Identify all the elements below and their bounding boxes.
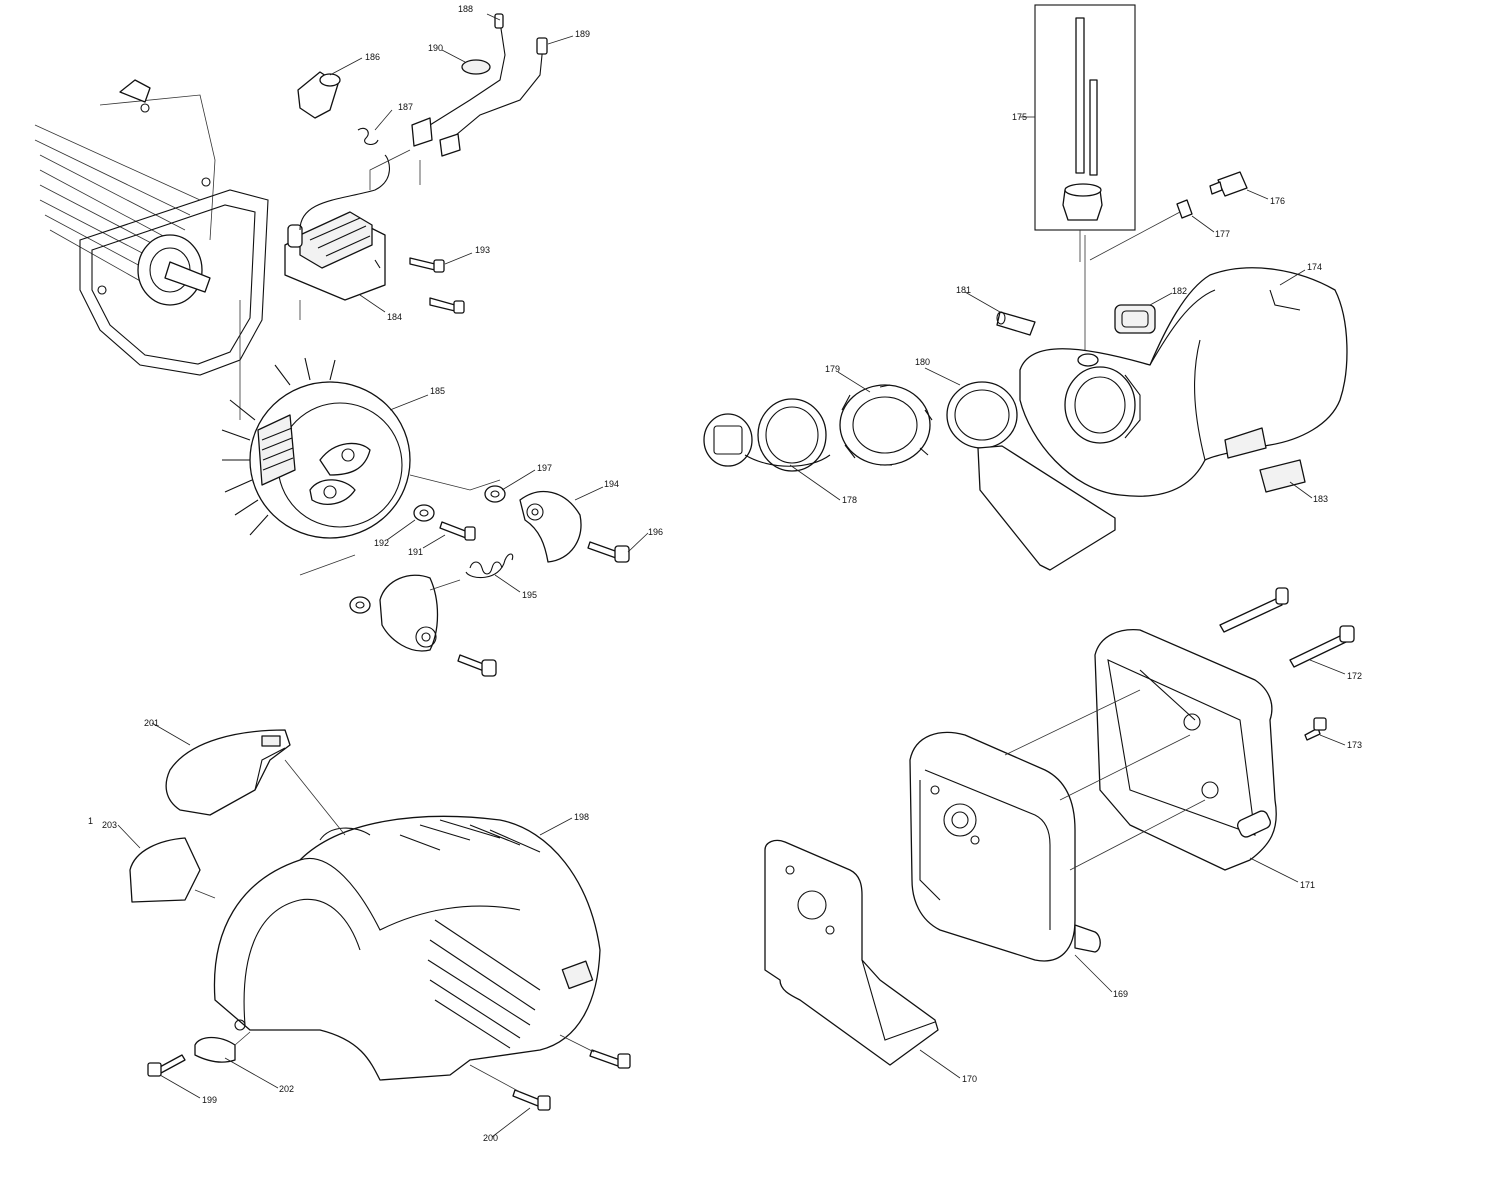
callout-179: 179 (825, 364, 840, 374)
fitting-181 (996, 311, 1036, 336)
callout-1: 1 (88, 816, 93, 826)
bolt-lower (457, 654, 497, 677)
callout-194: 194 (604, 479, 619, 489)
fuel-pickup-inset (1034, 4, 1136, 360)
bolt-172 (1289, 625, 1355, 668)
shroud-198 (213, 815, 601, 1081)
wire-leads (411, 13, 548, 157)
callout-184: 184 (387, 312, 402, 322)
clutch-spring-195 (465, 553, 514, 579)
bolt-175-top (1219, 587, 1289, 633)
callout-191: 191 (408, 547, 423, 557)
callout-171: 171 (1300, 880, 1315, 890)
callout-190: 190 (428, 43, 443, 53)
bolt-shroud-right (589, 1049, 631, 1069)
callout-172: 172 (1347, 671, 1362, 681)
clutch-shoe-lower (379, 574, 439, 652)
callout-182: 182 (1172, 286, 1187, 296)
clutch-shoe-194 (519, 491, 582, 563)
callout-203: 203 (102, 820, 117, 830)
callout-173: 173 (1347, 740, 1362, 750)
cushion-183 (1259, 459, 1306, 493)
cap-ring-179 (839, 384, 933, 466)
callout-labels: 188 189 190 186 187 193 184 185 197 194 … (88, 4, 1362, 1143)
callout-196: 196 (648, 527, 663, 537)
engine-crankcase (34, 79, 269, 376)
leader-lines (117, 13, 1346, 1138)
callout-176: 176 (1270, 196, 1285, 206)
ignition-coil (284, 154, 390, 301)
callout-197: 197 (537, 463, 552, 473)
fuel-cap-178 (703, 398, 831, 472)
callout-186: 186 (365, 52, 380, 62)
callout-193: 193 (475, 245, 490, 255)
callout-187: 187 (398, 102, 413, 112)
callout-201: 201 (144, 718, 159, 728)
fitting-177 (1176, 199, 1193, 219)
cover-201 (165, 729, 291, 816)
callout-183: 183 (1313, 494, 1328, 504)
callout-188: 188 (458, 4, 473, 14)
bolt-191 (439, 521, 476, 541)
washer-197 (484, 485, 506, 503)
spring-clip (357, 127, 379, 146)
callout-185: 185 (430, 386, 445, 396)
callout-192: 192 (374, 538, 389, 548)
callout-174: 174 (1307, 262, 1322, 272)
callout-198: 198 (574, 812, 589, 822)
callout-202: 202 (279, 1084, 294, 1094)
flywheel (221, 357, 411, 539)
screw-173 (1304, 717, 1327, 741)
washer-192 (413, 504, 435, 522)
bolt-200 (512, 1089, 551, 1111)
grommet (461, 59, 491, 75)
muffler-cover-171 (1094, 629, 1277, 871)
callout-177: 177 (1215, 229, 1230, 239)
fuel-tank (1019, 267, 1348, 497)
callout-175: 175 (1012, 112, 1027, 122)
grommet-182 (1114, 304, 1156, 334)
label-203 (129, 837, 201, 903)
callout-200: 200 (483, 1133, 498, 1143)
bolt-196 (587, 541, 630, 563)
callout-178: 178 (842, 495, 857, 505)
callout-170: 170 (962, 1074, 977, 1084)
callout-169: 169 (1113, 989, 1128, 999)
callout-199: 199 (202, 1095, 217, 1105)
muffler-169 (909, 731, 1101, 962)
gasket-tag-180 (946, 381, 1116, 571)
spark-plug-cap (297, 71, 341, 119)
callout-180: 180 (915, 357, 930, 367)
bolt-199 (147, 1054, 186, 1077)
callout-195: 195 (522, 590, 537, 600)
callout-181: 181 (956, 285, 971, 295)
fuel-filter-176 (1209, 171, 1248, 197)
washer-lower (349, 596, 371, 614)
heat-plate-170 (764, 839, 939, 1066)
callout-189: 189 (575, 29, 590, 39)
clamp-202 (194, 1036, 236, 1063)
coil-bolts (409, 257, 465, 314)
